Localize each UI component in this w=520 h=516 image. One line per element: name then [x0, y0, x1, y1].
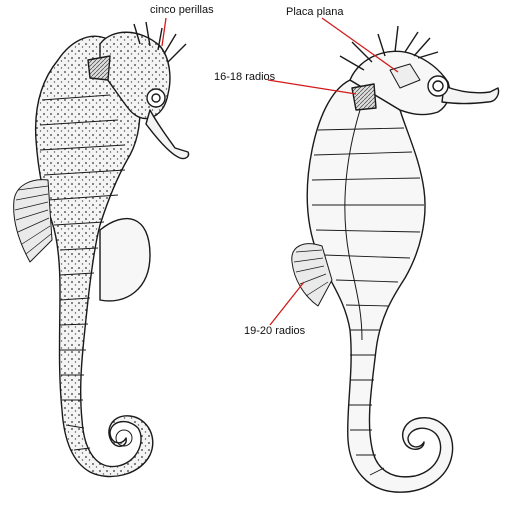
leader-cinco-perillas	[161, 17, 167, 47]
right-flat-plate	[389, 63, 421, 89]
right-snout	[441, 85, 500, 105]
left-snout	[145, 109, 190, 160]
left-dorsal-fin	[13, 179, 53, 263]
leader-19-20-radios	[269, 281, 305, 326]
right-coronet	[339, 25, 439, 71]
left-coronet	[133, 21, 187, 63]
left-body-rings	[39, 94, 126, 451]
right-gill-patch	[351, 83, 377, 111]
left-gill-patch	[87, 55, 111, 81]
leader-16-18-radios	[267, 79, 357, 95]
right-body-rings	[311, 127, 424, 476]
leader-placa-plana	[321, 17, 399, 73]
left-seahorse	[13, 21, 190, 478]
leader-lines	[161, 17, 399, 326]
label-16-18-radios: 16-18 radios	[214, 71, 276, 83]
left-brood-pouch	[99, 217, 151, 302]
left-body	[34, 35, 154, 478]
right-seahorse	[291, 25, 500, 493]
left-tail-spiral	[115, 429, 133, 447]
label-placa-plana: Placa plana	[286, 6, 344, 18]
right-body	[306, 79, 454, 493]
label-19-20-radios: 19-20 radios	[244, 325, 306, 337]
right-dorsal-fin	[291, 243, 333, 307]
right-ridge	[344, 109, 363, 341]
label-cinco-perillas: cinco perillas	[150, 4, 214, 16]
